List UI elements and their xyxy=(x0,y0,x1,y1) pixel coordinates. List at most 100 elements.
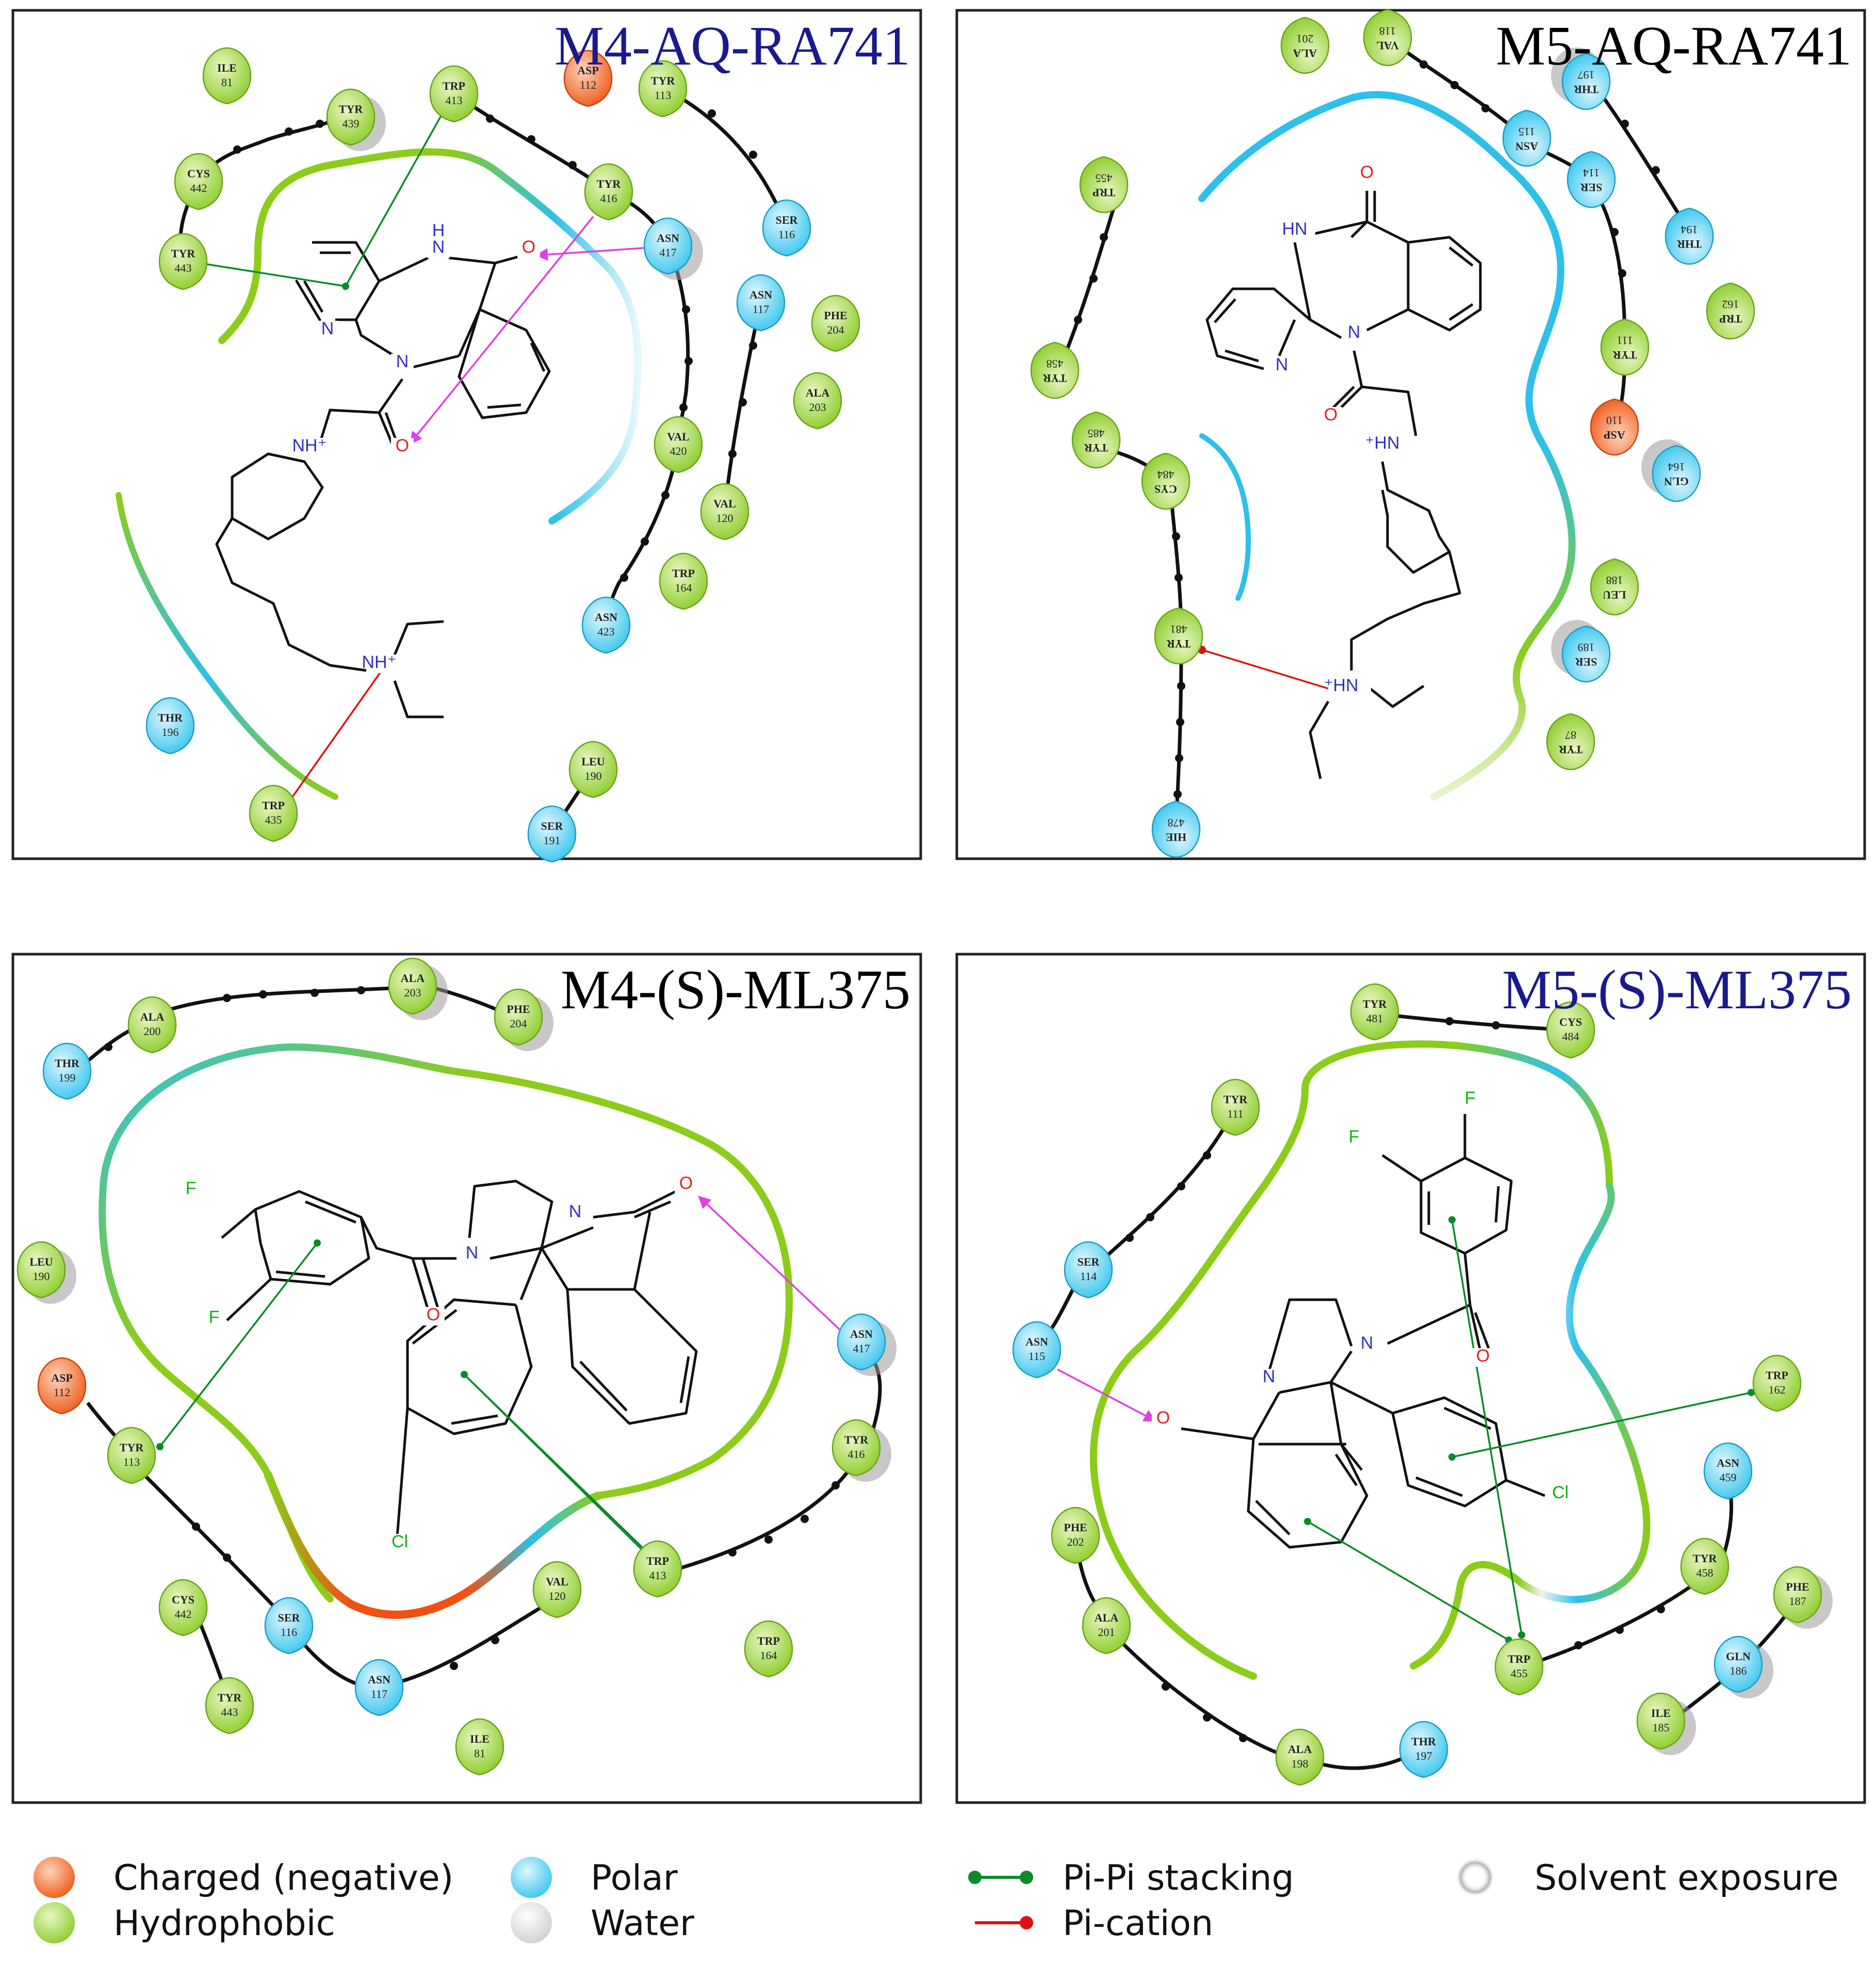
atom-label: HN xyxy=(1282,219,1307,239)
residue-number: 455 xyxy=(1096,172,1113,185)
residue-name: TYR xyxy=(1224,1093,1248,1106)
residue-droplet xyxy=(1399,1721,1448,1778)
atom-label: O xyxy=(522,237,535,257)
residue-number: 458 xyxy=(1696,1566,1714,1579)
residue-droplet xyxy=(584,163,633,221)
residue-number: 199 xyxy=(59,1071,76,1084)
residue-name: SER xyxy=(1078,1255,1100,1268)
panel-p1-backbone-dots xyxy=(233,109,757,582)
residue-name: ILE xyxy=(1651,1707,1671,1720)
residue-number: 416 xyxy=(848,1448,865,1461)
residue-droplet xyxy=(37,1357,87,1415)
residue-droplet xyxy=(388,957,437,1015)
residue-number: 162 xyxy=(1722,298,1739,311)
legend-item-water: Water xyxy=(511,1902,694,1944)
residue-name: THR xyxy=(1411,1735,1437,1748)
residue-name: TRP xyxy=(646,1554,669,1567)
residue-name: ALA xyxy=(1293,47,1317,60)
residue-name: ALA xyxy=(401,972,425,985)
residue-number: 481 xyxy=(1170,623,1187,636)
residue-number: 417 xyxy=(660,246,677,259)
residue-droplet xyxy=(744,1620,793,1678)
residue-name: ASP xyxy=(51,1371,73,1384)
residue-number: 164 xyxy=(1668,461,1685,473)
residue-droplet xyxy=(1636,1692,1686,1750)
residue-name: ALA xyxy=(140,1010,165,1023)
residue-number: 485 xyxy=(1088,427,1105,440)
residue-name: LEU xyxy=(29,1255,53,1268)
residue-droplet xyxy=(17,1241,66,1299)
residue-name: SER xyxy=(776,214,798,226)
residue-name: TYR xyxy=(1612,349,1637,362)
residue-number: 417 xyxy=(853,1342,870,1355)
residue-number: 413 xyxy=(649,1569,666,1582)
residue-droplet xyxy=(326,88,376,146)
residue-droplet xyxy=(249,784,298,842)
residue-number: 478 xyxy=(1168,816,1185,829)
residue-droplet xyxy=(1141,452,1190,510)
legend-swatch xyxy=(1456,1858,1495,1897)
atom-label-bg xyxy=(1258,1369,1280,1387)
residue-name: TYR xyxy=(1084,441,1108,454)
residue-name: TYR xyxy=(171,247,196,260)
residue-droplet xyxy=(1502,109,1552,167)
residue-droplet xyxy=(174,153,223,210)
residue-droplet xyxy=(793,372,842,430)
residue-number: 190 xyxy=(585,770,602,782)
residue-name: SER xyxy=(541,820,564,832)
residue-number: 116 xyxy=(281,1626,297,1639)
residue-name: PHE xyxy=(824,309,847,322)
residue-number: 197 xyxy=(1415,1749,1432,1762)
residue-name: ILE xyxy=(217,61,237,74)
atom-label: O xyxy=(1360,162,1374,182)
atom-label: N xyxy=(1348,322,1361,342)
residue-droplet xyxy=(1154,607,1203,665)
residue-droplet xyxy=(429,65,479,123)
atom-label-bg xyxy=(391,438,414,456)
residue-name: TYR xyxy=(339,103,364,116)
residue-name: THR xyxy=(55,1057,80,1070)
atom-label: N xyxy=(466,1243,479,1263)
atom-label: F xyxy=(1349,1127,1360,1147)
panel-p4-backbone xyxy=(1040,1014,1795,1770)
residue-number: 481 xyxy=(1366,1012,1383,1025)
residue-droplet xyxy=(264,1597,314,1655)
residue-droplet xyxy=(127,996,177,1054)
residue-droplet xyxy=(158,233,208,290)
residue-droplet xyxy=(1561,625,1611,683)
residue-droplet xyxy=(202,47,252,105)
atom-label-bg xyxy=(180,1181,202,1199)
panel-frame-p1 xyxy=(11,9,922,860)
residue-name: TRP xyxy=(1766,1369,1788,1382)
residue-number: 484 xyxy=(1562,1030,1579,1043)
residue-name: CYS xyxy=(172,1593,194,1606)
residue-number: 118 xyxy=(1379,25,1396,38)
residue-number: 113 xyxy=(123,1455,140,1468)
atom-label-bg xyxy=(675,1175,697,1194)
residue-droplet xyxy=(1350,983,1399,1041)
residue-number: 443 xyxy=(221,1706,238,1719)
atom-label: O xyxy=(396,436,409,455)
residue-name: ASN xyxy=(368,1673,390,1686)
residue-name: TRP xyxy=(1508,1652,1530,1665)
